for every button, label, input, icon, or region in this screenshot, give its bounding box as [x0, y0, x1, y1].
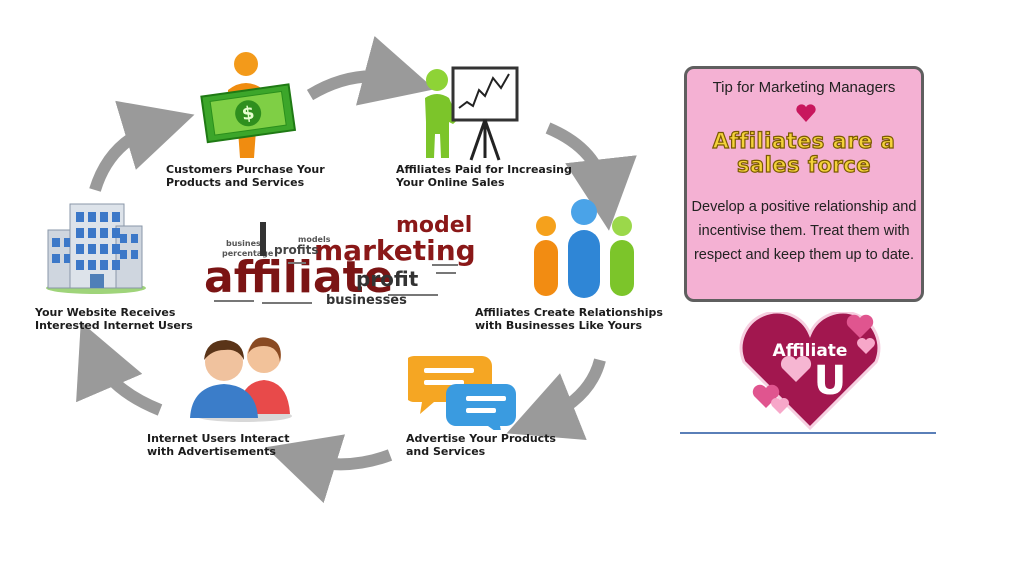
word-cloud-word: profit [356, 267, 419, 291]
arrow-4 [265, 434, 393, 504]
tip-card: Tip for Marketing Managers Affiliates ar… [684, 66, 924, 302]
users-icon [190, 337, 292, 422]
word-cloud-word: models [298, 235, 331, 244]
step-label-website-receives: Your Website Receives Interested Interne… [35, 306, 193, 332]
word-cloud-main: affiliate [204, 252, 394, 303]
people-group-icon [534, 199, 634, 298]
arrow-5 [76, 321, 163, 416]
heart-icon [796, 104, 816, 122]
word-cloud-word: model [396, 213, 472, 238]
word-cloud-word: profits [274, 243, 319, 257]
tip-body: Develop a positive relationship and ince… [691, 199, 917, 263]
building-icon [46, 203, 146, 294]
affiliate-cycle-diagram: $ Customers Purchase Your Products and S… [35, 35, 663, 504]
arrow-3 [506, 358, 606, 441]
affiliate-u-logo: Affiliate U [739, 312, 881, 430]
logo-line2: U [814, 358, 846, 404]
tip-title: Tip for Marketing Managers [712, 79, 896, 96]
svg-text:$: $ [241, 102, 256, 125]
word-cloud-word: businesses [326, 293, 407, 308]
step-label-customers-purchase: Customers Purchase Your Products and Ser… [166, 163, 325, 189]
step-label-affiliates-relationships: Affiliates Create Relationships with Bus… [475, 306, 663, 332]
word-cloud-word: marketing [314, 234, 476, 267]
money-person-icon: $ [200, 52, 297, 158]
word-cloud: affiliate marketing model profit profits… [204, 213, 476, 308]
divider-line [680, 432, 936, 434]
word-cloud-word: percentage [222, 249, 274, 258]
step-label-users-interact: Internet Users Interact with Advertiseme… [147, 432, 290, 458]
word-cloud-word: business [226, 239, 266, 248]
step-label-affiliates-paid: Affiliates Paid for Increasing Your Onli… [396, 163, 572, 189]
speech-bubbles-icon [408, 356, 516, 430]
tip-headline: Affiliates are a sales force [712, 128, 896, 177]
arrow-1 [306, 35, 435, 106]
cycle-arrows [76, 35, 637, 504]
logo-line1: Affiliate [773, 341, 848, 361]
arrow-2 [545, 122, 637, 231]
step-label-advertise: Advertise Your Products and Services [406, 432, 556, 458]
presentation-chart-icon [425, 66, 519, 161]
arrow-6 [89, 100, 195, 192]
